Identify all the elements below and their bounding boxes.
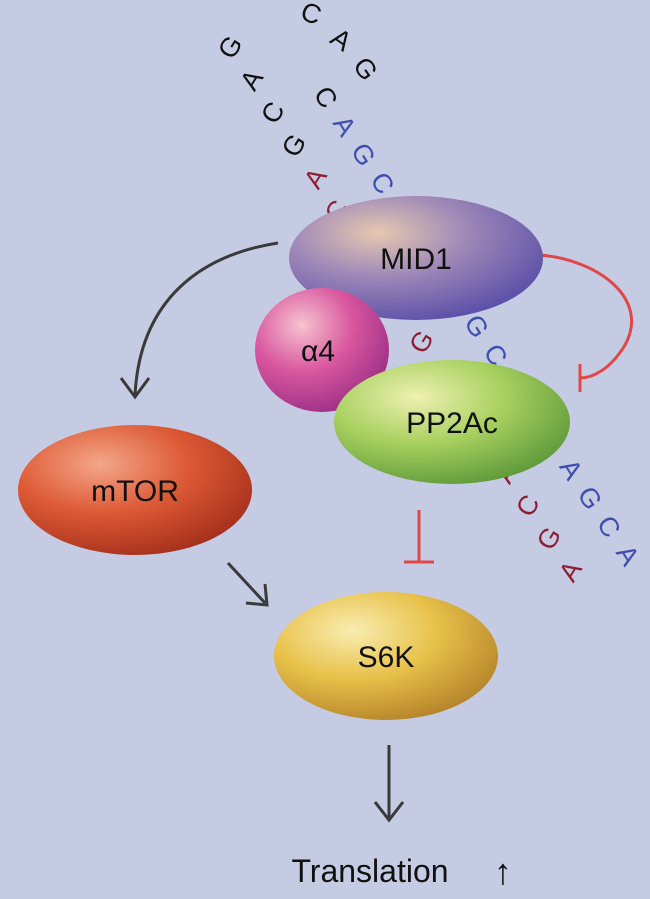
up-arrow-icon: ↑	[494, 851, 512, 892]
seq-loop-letter: A	[325, 22, 357, 57]
seq-left-letter: G	[403, 325, 440, 359]
node-pp2ac-label: PP2Ac	[406, 407, 498, 440]
seq-left-letter: A	[298, 163, 333, 194]
seq-left-letter: G	[531, 522, 568, 556]
activation-arrow-mid1-mtor	[119, 241, 279, 400]
seq-left-letter: G	[276, 129, 313, 163]
node-mtor-label: mTOR	[91, 475, 179, 508]
seq-right-letter: A	[610, 540, 645, 571]
output-translation-label: Translation	[291, 853, 448, 889]
seq-right-letter: C	[308, 81, 344, 113]
inhibition-pp2ac-s6k	[404, 510, 434, 564]
seq-right-letter: C	[364, 167, 400, 199]
node-alpha4-label: α4	[301, 335, 335, 368]
seq-left-letter: G	[212, 30, 249, 64]
activation-arrow-s6k-translation	[373, 745, 405, 823]
output-translation: Translation ↑	[291, 851, 512, 892]
node-mid1-label: MID1	[380, 243, 452, 276]
seq-right-letter: A	[554, 454, 589, 485]
seq-left-letter: A	[553, 556, 588, 587]
seq-right-letter: C	[591, 510, 627, 542]
seq-right-letter: G	[572, 481, 609, 515]
seq-left-letter: C	[510, 490, 546, 522]
node-pp2ac: PP2Ac	[334, 360, 570, 484]
node-s6k-label: S6K	[358, 641, 415, 674]
node-s6k: S6K	[274, 592, 498, 720]
inhibition-arc-mid1-pp2ac	[539, 253, 633, 392]
seq-loop-letter: C	[297, 0, 326, 31]
seq-left-letter: C	[255, 97, 291, 129]
activation-arrow-mtor-s6k	[226, 561, 269, 607]
seq-loop-letter: G	[347, 52, 384, 86]
node-mid1: MID1	[289, 196, 543, 320]
node-mtor: mTOR	[18, 425, 252, 555]
node-alpha4: α4	[255, 288, 389, 412]
seq-left-letter: A	[234, 64, 269, 95]
seq-right-letter: A	[327, 110, 362, 141]
seq-right-letter: G	[345, 138, 382, 172]
